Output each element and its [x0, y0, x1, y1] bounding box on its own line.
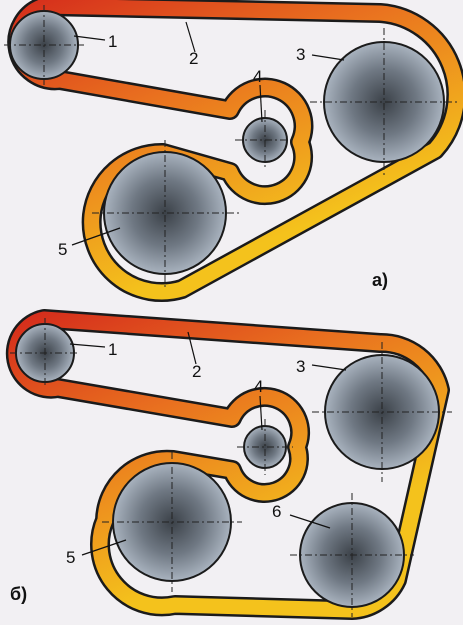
label-3-b: 3 — [296, 357, 305, 376]
label-1-a: 1 — [108, 32, 117, 51]
label-3-a: 3 — [296, 45, 305, 64]
label-5-a: 5 — [58, 240, 67, 259]
label-4-b: 4 — [254, 377, 263, 396]
label-2-a: 2 — [189, 49, 198, 68]
label-4-a: 4 — [253, 67, 262, 86]
panel-label-a: а) — [372, 270, 388, 290]
label-1-b: 1 — [108, 340, 117, 359]
panel-label-b: б) — [10, 584, 27, 604]
label-6-b: 6 — [272, 502, 281, 521]
panel-a: 1 2 3 4 5 а) — [4, 0, 463, 303]
pulley-3-a — [323, 41, 445, 163]
belt-a — [9, 0, 463, 300]
label-2-b: 2 — [192, 362, 201, 381]
pulley-4-b — [243, 425, 287, 469]
label-5-b: 5 — [66, 548, 75, 567]
panel-b: 1 2 3 4 5 6 б) — [5, 309, 452, 620]
belt-b — [8, 311, 448, 618]
